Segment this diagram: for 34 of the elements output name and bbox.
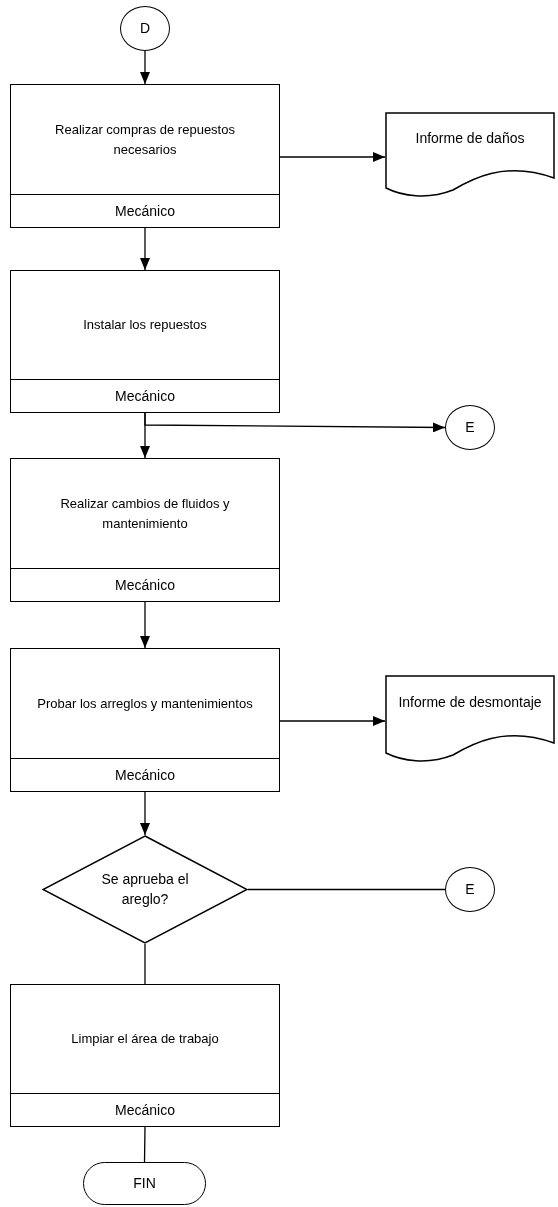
arrow — [144, 412, 446, 433]
process-box — [10, 270, 280, 413]
connector-circle — [445, 405, 495, 450]
connector-letter: D — [139, 19, 151, 38]
terminal-text: FIN — [133, 1174, 156, 1193]
process-box — [10, 458, 280, 602]
decision-diamond — [42, 835, 248, 944]
step-text: Realizar compras de repuestos necesarios — [54, 121, 236, 159]
terminal-shape — [83, 1162, 206, 1205]
connector-circle — [445, 867, 495, 912]
process-box — [10, 648, 280, 792]
step-text: Instalar los repuestos — [83, 316, 207, 335]
arrow — [140, 791, 150, 836]
arrow — [279, 716, 386, 726]
document-text: Informe de desmontaje — [398, 692, 542, 712]
arrow — [140, 227, 150, 271]
role-band: Mecánico — [11, 758, 279, 791]
connector-letter: E — [465, 418, 475, 437]
arrow — [279, 152, 386, 162]
arrow — [140, 50, 150, 85]
process-box — [10, 984, 280, 1127]
step-text: Probar los arreglos y mantenimientos — [37, 694, 253, 713]
connector-circle — [120, 6, 170, 51]
step-text: Realizar cambios de fluidos y mantenimiento — [59, 495, 231, 533]
document-text: Informe de daños — [415, 129, 525, 149]
arrow — [140, 601, 150, 649]
decision-text: Se aprueba el areglo? — [100, 869, 190, 909]
connector-letter: E — [465, 880, 475, 899]
process-box — [10, 84, 280, 228]
step-text: Limpiar el área de trabajo — [71, 1030, 219, 1049]
role-band: Mecánico — [11, 1093, 279, 1126]
role-band: Mecánico — [11, 194, 279, 227]
role-band: Mecánico — [11, 568, 279, 601]
role-band: Mecánico — [11, 379, 279, 412]
